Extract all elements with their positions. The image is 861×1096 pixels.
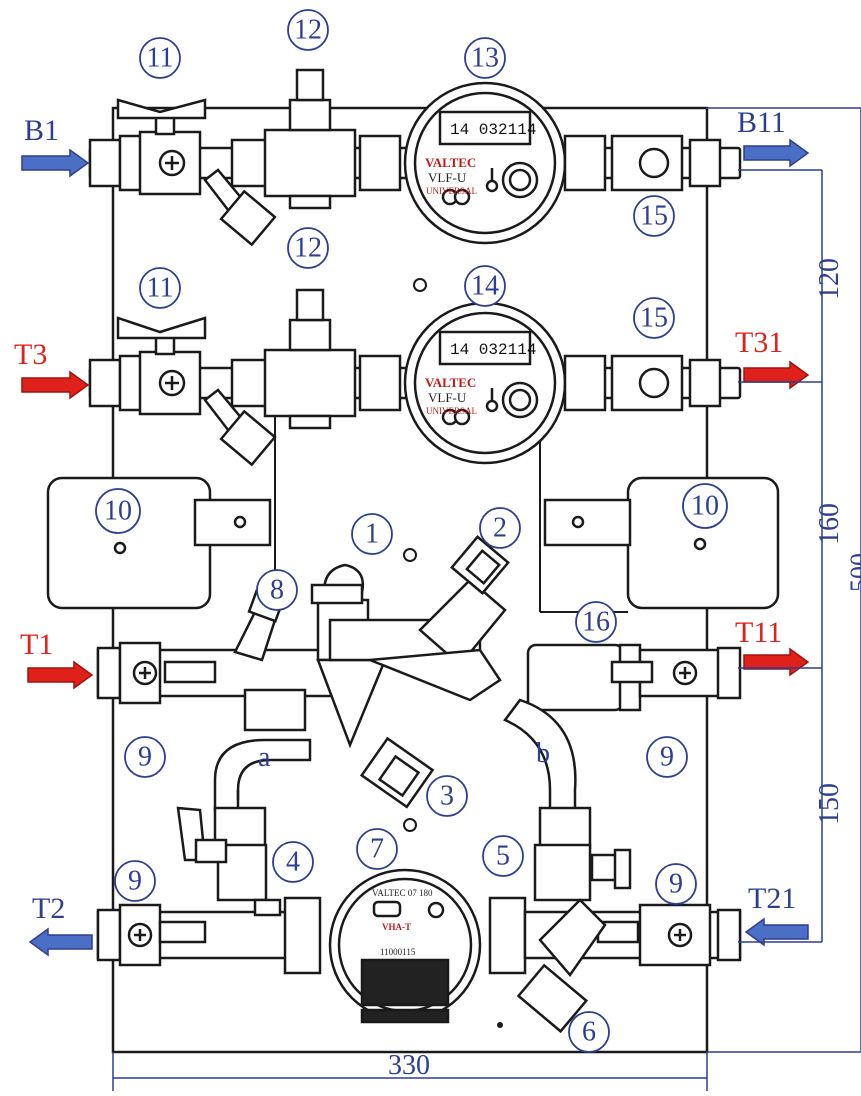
meter-7-header: VALTEC 07 180 [372,888,433,898]
ball-valve-5 [533,806,632,902]
mount-hole [497,1022,503,1028]
servo-drive-10-left [46,476,272,610]
callout-8: 8 [270,575,284,606]
arrow-b11 [743,138,810,168]
callout-6: 6 [582,1017,596,1048]
callout-12-top: 12 [294,15,322,46]
meter-14-reading: 14 032114 [450,341,536,359]
middle-row [88,288,742,467]
callout-11-top: 11 [147,43,174,74]
callout-14: 14 [471,271,499,302]
meter-13-brand: VALTEC [425,155,476,170]
meter-13-type: UNIVERSAL [426,186,477,196]
callout-9-right-upper: 9 [660,742,674,773]
top-row [88,68,742,247]
ball-valve-11-top [116,98,207,196]
meter-14-model: VLF-U [428,390,467,405]
dimension-330: 330 [388,1050,430,1081]
callout-11-mid: 11 [147,273,174,304]
meter-13-text: 14 032114 VALTEC VLF-U UNIVERSAL [425,121,536,196]
port-label-t1: T1 [20,628,53,661]
callouts [95,9,728,1053]
callout-15-mid: 15 [640,303,668,334]
port-label-t3: T3 [14,338,47,371]
strainer-3 [359,736,435,809]
callout-4: 4 [286,847,300,878]
mount-hole [413,278,427,292]
check-valve-15-top [610,134,722,192]
servo-drive-10-right [543,476,780,610]
mount-hole [403,548,417,562]
callout-16: 16 [582,607,610,638]
meter-14-brand: VALTEC [425,375,476,390]
callout-9-left-upper: 9 [138,742,152,773]
callout-12-mid: 12 [294,233,322,264]
arrow-t21 [744,917,809,947]
meter-13-model: VLF-U [428,170,467,185]
callout-1: 1 [365,519,379,550]
callout-2: 2 [493,513,507,544]
meter-13-reading: 14 032114 [450,121,536,139]
port-label-b1: B1 [24,114,59,147]
branch-label-b: b [536,738,550,769]
arrow-t1 [27,660,94,690]
meter-7-text: VALTEC 07 180 VHA-T 11000115 [372,888,433,957]
strainer-2 [418,535,510,667]
port-label-t31: T31 [735,326,783,359]
dimension-500: 500 [845,553,861,592]
water-meter-7 [328,868,482,1024]
arrow-t2 [28,927,93,957]
callout-10-left: 10 [104,496,132,527]
port-label-t21: T21 [748,882,796,915]
arrow-t11 [743,647,810,677]
port-label-t2: T2 [32,892,65,925]
callout-15-top: 15 [640,201,668,232]
check-valve-15-mid [610,354,722,412]
port-label-t11: T11 [735,616,782,649]
inlet-nut-b1 [88,138,122,188]
callout-7: 7 [370,834,384,865]
meter-7-code: 11000115 [380,947,416,957]
pressure-regulator-12-top [263,68,357,210]
strainer-6 [516,898,607,1034]
dimension-150: 150 [814,783,845,825]
arrow-t31 [743,360,810,390]
arrow-t3 [21,370,90,400]
dimension-120: 120 [814,258,845,300]
callout-5: 5 [496,841,510,872]
callout-9-right-lower: 9 [669,869,683,900]
arrow-b1 [21,148,90,178]
meter-14-text: 14 032114 VALTEC VLF-U UNIVERSAL [425,341,536,416]
water-meter-13 [403,81,567,245]
dimension-160: 160 [814,503,845,545]
callout-3: 3 [440,781,454,812]
callout-9-left-lower: 9 [128,866,142,897]
dimension-lines [112,107,861,1091]
mount-hole [403,818,417,832]
meter-14-type: UNIVERSAL [426,406,477,416]
fitting-16 [526,643,742,712]
meter-7-model: VHA-T [382,922,411,932]
pressure-regulator-12-mid [263,288,357,430]
ball-valve-4 [176,806,268,902]
callout-10-right: 10 [691,491,719,522]
port-label-b11: B11 [737,106,786,139]
ball-valve-11-mid [116,316,207,416]
callout-13: 13 [471,43,499,74]
branch-label-a: a [258,742,271,773]
mixing-unit [96,535,742,1034]
callout-numbers: 11 12 13 12 11 14 15 15 10 10 1 2 8 16 9… [104,15,719,1048]
